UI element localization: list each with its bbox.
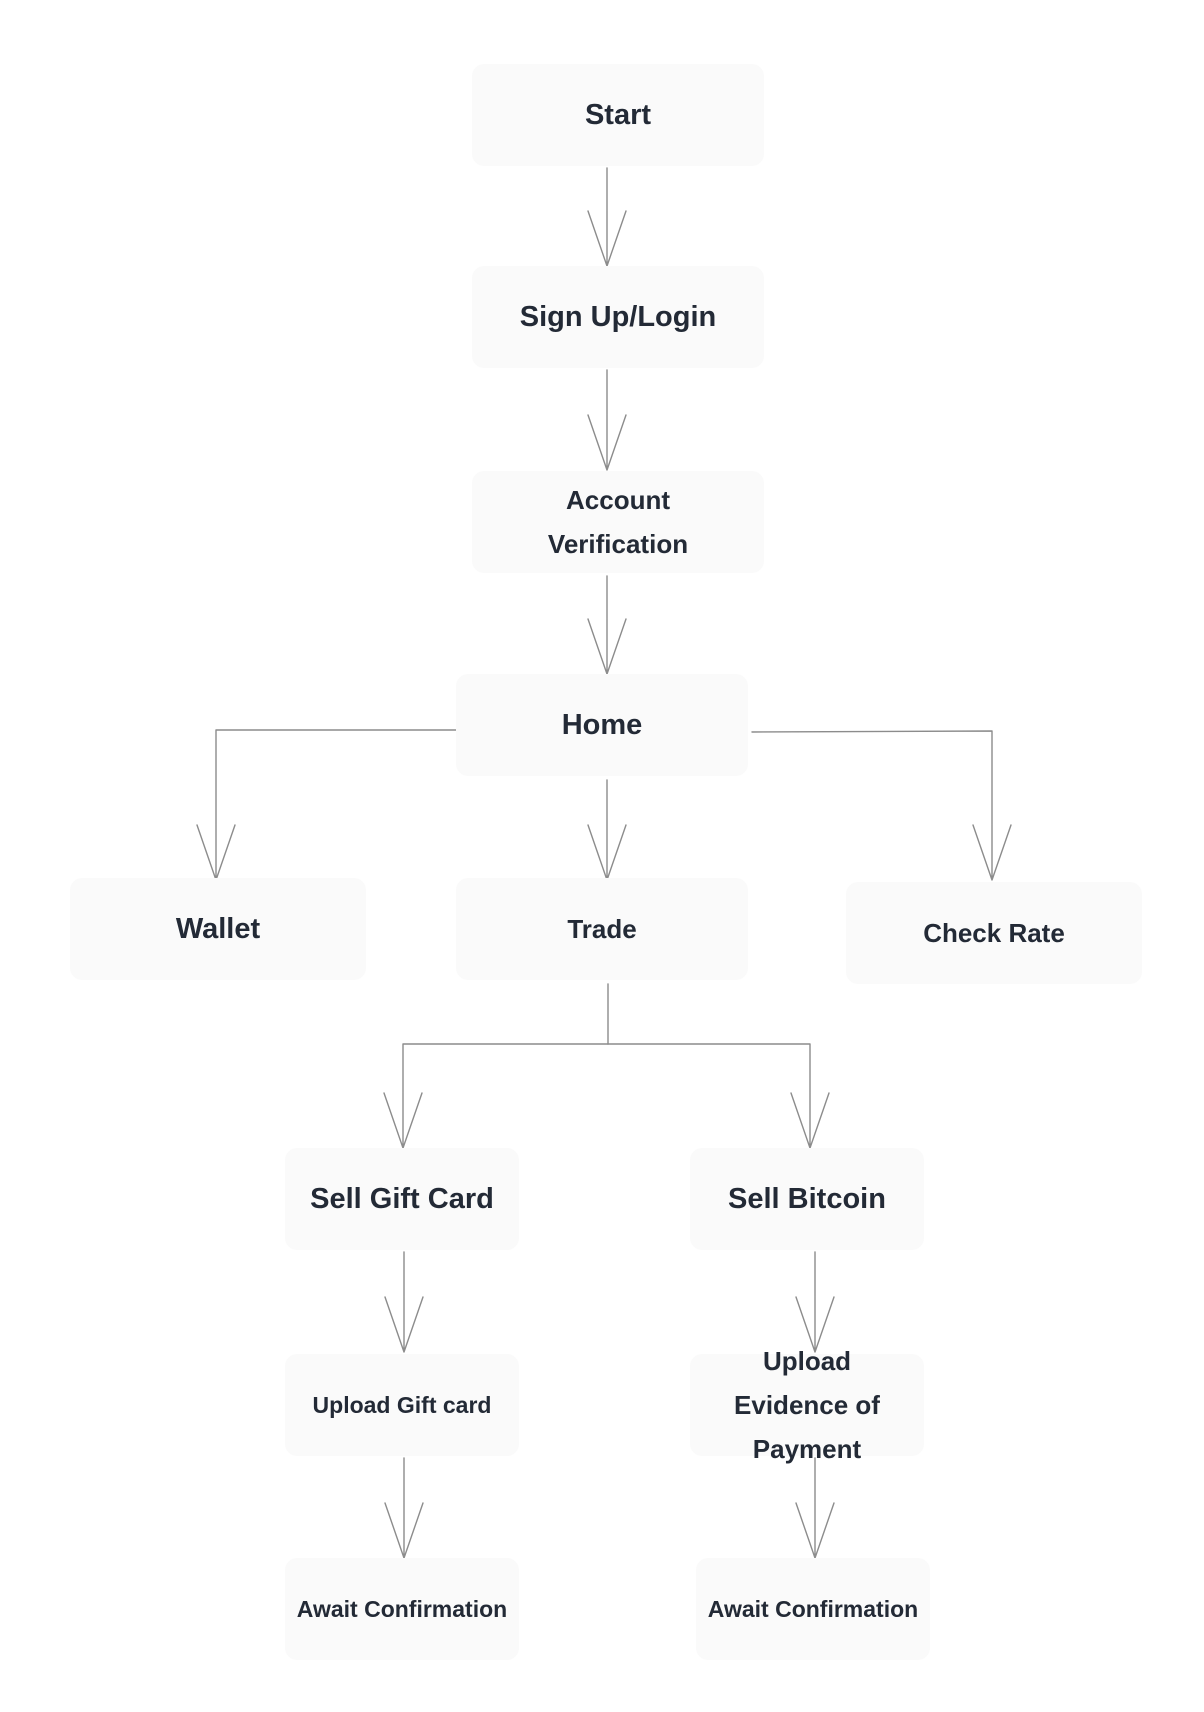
node-label: Trade	[567, 914, 637, 944]
node-label: Await Confirmation	[296, 1596, 508, 1622]
node-label: Start	[584, 99, 652, 131]
node-account-verification: Account Verification	[472, 471, 764, 573]
arrow-home-to-wallet	[196, 729, 457, 881]
arrow-verification-to-home	[587, 575, 627, 675]
arrow-upload-evidence-to-await	[795, 1457, 835, 1559]
node-label: Upload Gift card	[312, 1392, 492, 1418]
node-upload-evidence: Upload Evidence of Payment	[690, 1346, 924, 1464]
arrow-sell-gift-card-to-upload	[384, 1251, 424, 1353]
node-await-confirmation-bitcoin: Await Confirmation	[696, 1558, 930, 1660]
arrow-signup-to-verification	[587, 369, 627, 471]
node-label: Home	[561, 709, 643, 741]
node-label: Sign Up/Login	[519, 301, 717, 333]
node-label: Await Confirmation	[707, 1596, 919, 1622]
node-home: Home	[456, 674, 748, 776]
node-label: Account Verification	[547, 485, 689, 559]
arrow-trade-to-sell-gift-card	[383, 1043, 609, 1149]
node-label: Check Rate	[923, 918, 1065, 948]
node-label: Sell Gift Card	[310, 1183, 494, 1215]
arrow-start-to-signup	[587, 167, 627, 267]
node-signup-login: Sign Up/Login	[472, 266, 764, 368]
arrow-trade-to-sell-bitcoin	[607, 1043, 830, 1149]
node-label: Sell Bitcoin	[728, 1183, 886, 1215]
node-upload-gift-card: Upload Gift card	[285, 1354, 519, 1456]
node-label: Wallet	[175, 913, 261, 945]
node-sell-gift-card: Sell Gift Card	[285, 1148, 519, 1250]
arrow-home-to-check-rate	[751, 730, 1012, 881]
arrow-sell-bitcoin-to-upload-evidence	[795, 1251, 835, 1353]
node-wallet: Wallet	[70, 878, 366, 980]
node-await-confirmation-gift: Await Confirmation	[285, 1558, 519, 1660]
node-start: Start	[472, 64, 764, 166]
arrow-home-to-trade	[587, 779, 627, 881]
arrow-upload-gift-card-to-await	[384, 1457, 424, 1559]
node-label: Upload Evidence of Payment	[734, 1346, 880, 1464]
node-trade: Trade	[456, 878, 748, 980]
node-check-rate: Check Rate	[846, 882, 1142, 984]
node-sell-bitcoin: Sell Bitcoin	[690, 1148, 924, 1250]
